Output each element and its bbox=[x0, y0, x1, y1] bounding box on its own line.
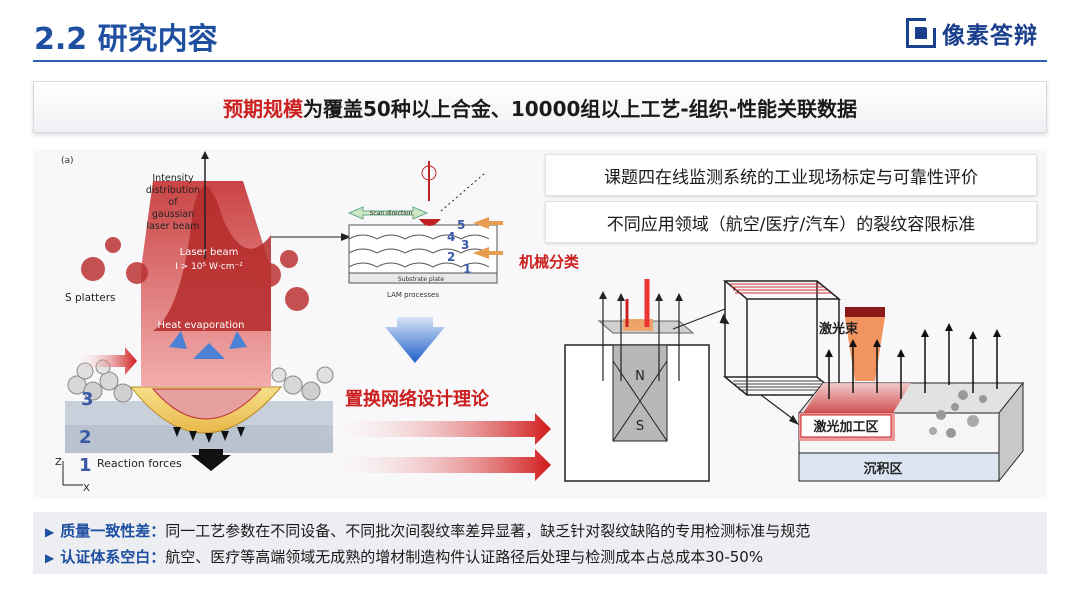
issue-key-1: 质量一致性差： bbox=[60, 522, 165, 540]
axis-z-label: Z bbox=[55, 457, 62, 468]
reaction-forces-label: Reaction forces bbox=[97, 457, 182, 470]
svg-text:distribution: distribution bbox=[146, 185, 200, 196]
headline-banner: 预期规模为覆盖50种以上合金、10000组以上工艺-组织-性能关联数据 bbox=[33, 81, 1047, 133]
topic-box-2: 不同应用领域（航空/医疗/汽车）的裂纹容限标准 bbox=[545, 201, 1037, 243]
lam-diagram bbox=[349, 161, 497, 283]
deposition-zone-label: 沉积区 bbox=[863, 461, 902, 477]
laser-power-label: I > 10⁵ W·cm⁻² bbox=[175, 262, 243, 272]
panel-label: (a) bbox=[61, 156, 74, 166]
brand-logo: 像素答辩 bbox=[906, 16, 1038, 50]
mech-classification-label: 机械分类 bbox=[519, 253, 580, 271]
scan-direction-label: Scan direction bbox=[370, 210, 413, 217]
axis-x-label: X bbox=[83, 483, 90, 494]
svg-text:2: 2 bbox=[447, 250, 455, 264]
lam-processes-label: LAM processes bbox=[387, 291, 439, 299]
svg-text:Intensity: Intensity bbox=[152, 173, 194, 184]
s-platters-label: S platters bbox=[65, 292, 116, 304]
heat-evaporation-label: Heat evaporation bbox=[158, 320, 245, 331]
banner-highlight: 预期规模 bbox=[223, 93, 303, 122]
logo-text: 像素答辩 bbox=[942, 16, 1038, 50]
cube-arrow bbox=[761, 395, 793, 419]
svg-text:gaussian: gaussian bbox=[152, 209, 194, 220]
red-arrow-lower bbox=[317, 449, 551, 481]
svg-text:of: of bbox=[168, 197, 178, 208]
issue-key-2: 认证体系空白： bbox=[60, 548, 165, 566]
wireframe-cube bbox=[725, 281, 839, 395]
layer-number-1: 1 bbox=[79, 455, 92, 476]
laser-beam-cn-label: 激光束 bbox=[819, 321, 859, 337]
svg-text:4: 4 bbox=[447, 230, 455, 244]
layer-number-2: 2 bbox=[79, 427, 92, 448]
issue-text-1: 同一工艺参数在不同设备、不同批次间裂纹率差异显著，缺乏针对裂纹缺陷的专用检测标准… bbox=[165, 522, 810, 540]
svg-text:3: 3 bbox=[461, 238, 469, 252]
angled-arrow bbox=[673, 309, 725, 329]
svg-text:5: 5 bbox=[457, 218, 465, 232]
processing-zone-label: 激光加工区 bbox=[813, 419, 878, 435]
layer-number-3: 3 bbox=[81, 389, 94, 410]
header-divider bbox=[33, 60, 1047, 62]
replace-network-label: 置换网络设计理论 bbox=[345, 388, 490, 410]
issue-item-2: ▶ 认证体系空白：航空、医疗等高端领域无成熟的增材制造构件认证路径后处理与检测成本… bbox=[45, 546, 763, 567]
triangle-bullet-icon: ▶ bbox=[45, 525, 54, 539]
topic-box-1: 课题四在线监测系统的工业现场标定与可靠性评价 bbox=[545, 154, 1037, 196]
blue-down-arrow bbox=[385, 317, 445, 363]
laser-beam-label: Laser beam bbox=[180, 247, 239, 258]
figure-panel: (a) Intensity distribution bbox=[33, 149, 1047, 499]
substrate-label: Substrate plate bbox=[398, 276, 444, 283]
issues-panel: ▶ 质量一致性差：同一工艺参数在不同设备、不同批次间裂纹率差异显著，缺乏针对裂纹缺… bbox=[33, 512, 1047, 574]
red-arrow-upper bbox=[317, 413, 551, 445]
triangle-bullet-icon: ▶ bbox=[45, 551, 54, 565]
logo-icon bbox=[906, 18, 936, 48]
magnet-n-label: N bbox=[635, 369, 645, 384]
issue-item-1: ▶ 质量一致性差：同一工艺参数在不同设备、不同批次间裂纹率差异显著，缺乏针对裂纹缺… bbox=[45, 520, 810, 541]
banner-text: 为覆盖50种以上合金、10000组以上工艺-组织-性能关联数据 bbox=[303, 93, 857, 122]
magnet-s-label: S bbox=[636, 419, 644, 434]
svg-text:1: 1 bbox=[463, 262, 471, 276]
page-title: 2.2 研究内容 bbox=[34, 14, 218, 58]
svg-text:laser beam: laser beam bbox=[146, 221, 199, 232]
issue-text-2: 航空、医疗等高端领域无成熟的增材制造构件认证路径后处理与检测成本占总成本30-5… bbox=[165, 548, 763, 566]
